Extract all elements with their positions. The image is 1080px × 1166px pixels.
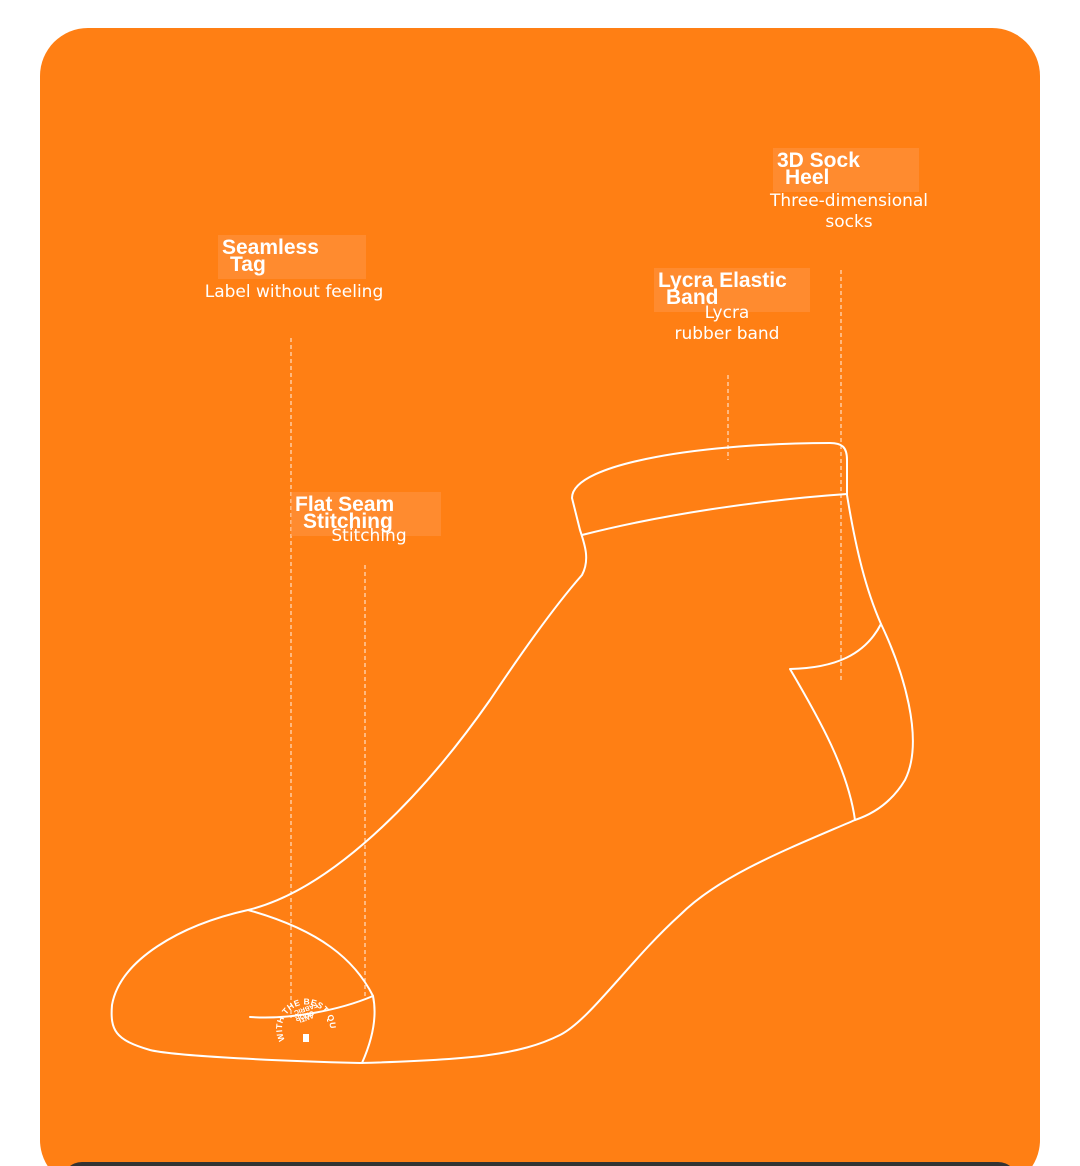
sock-outline [110,442,914,1064]
toe-seam-line [247,909,376,1064]
sock-heel-description: Three-dimensional socks [769,191,929,232]
cuff-line [581,493,848,536]
seal-sock-icon [303,1034,309,1042]
flat-seam-description: Stitching [331,526,407,546]
seal-arc [249,995,374,1019]
seal-outer-text: WITH THE BEST QUALITY [0,0,338,1043]
dark-bottom-bar [62,1162,1018,1166]
svg-text:WITH THE BEST QUALITY: WITH THE BEST QUALITY [0,0,338,1043]
heel-line [789,623,882,821]
sock-heel-title-line1: 3D Sock [777,149,860,172]
flat-seam-title: Flat Seam Stitching [291,492,441,536]
flat-seam-title-line2: Stitching [303,510,393,533]
seamless-tag-title-line2: Tag [230,253,266,276]
seamless-tag-title-line1: Seamless [222,236,319,259]
flat-seam-title-line1: Flat Seam [295,493,395,516]
seamless-tag-title: Seamless Tag [218,235,366,279]
sock-heel-title-line2: Heel [785,166,830,189]
seal-inner-text-1: ANTI [298,1012,315,1024]
lycra-band-title-line1: Lycra Elastic [658,269,787,292]
seamless-tag-description: Label without feeling [204,282,384,302]
lycra-band-description: Lycra rubber band [674,303,780,344]
lycra-band-title-line2: Band [666,286,719,309]
orange-panel [40,28,1040,1166]
sock-heel-title: 3D Sock Heel [773,148,919,192]
quality-seal: WITH THE BEST QUALITY ANTI ODOR FABRIC [0,0,338,1043]
lycra-band-title: Lycra Elastic Band [654,268,810,312]
